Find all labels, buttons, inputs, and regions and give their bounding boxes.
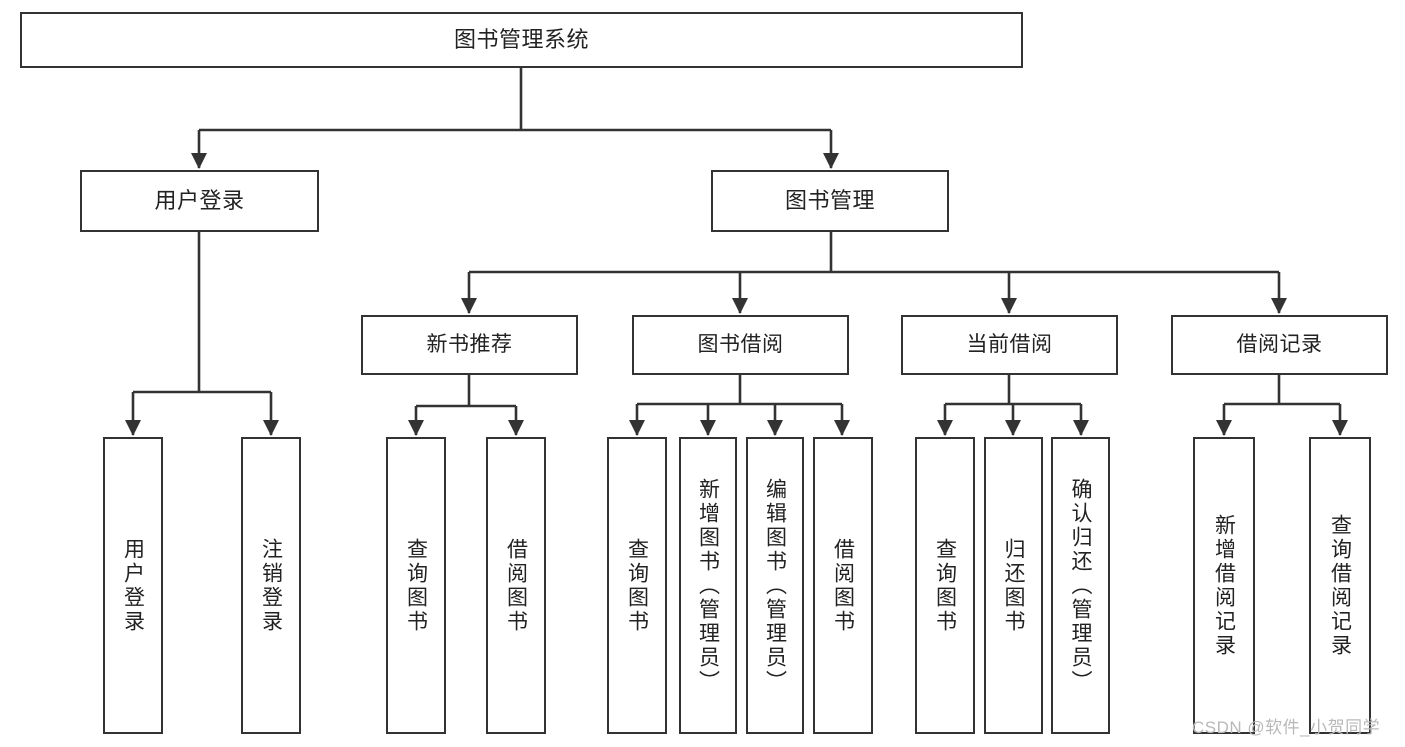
- node-new-book-recommend[interactable]: 新书推荐: [361, 315, 578, 375]
- node-leaf-query-record-label: 查询借阅记录: [1328, 513, 1352, 658]
- node-current-borrow[interactable]: 当前借阅: [901, 315, 1118, 375]
- node-leaf-return-book-label: 归还图书: [1002, 537, 1025, 634]
- node-leaf-user-login[interactable]: 用户登录: [103, 437, 163, 734]
- node-root[interactable]: 图书管理系统: [20, 12, 1023, 68]
- node-leaf-logout[interactable]: 注销登录: [241, 437, 301, 734]
- node-leaf-borrow-book-2[interactable]: 借阅图书: [813, 437, 873, 734]
- node-leaf-return-book[interactable]: 归还图书: [984, 437, 1043, 734]
- node-leaf-query-book-1[interactable]: 查询图书: [386, 437, 446, 734]
- node-leaf-confirm-return[interactable]: 确认归还（管理员）: [1051, 437, 1110, 734]
- node-leaf-query-book-2-label: 查询图书: [625, 537, 649, 634]
- node-leaf-query-record[interactable]: 查询借阅记录: [1309, 437, 1371, 734]
- node-leaf-query-book-3-label: 查询图书: [933, 537, 957, 634]
- node-leaf-query-book-3[interactable]: 查询图书: [915, 437, 975, 734]
- node-user-login[interactable]: 用户登录: [80, 170, 319, 232]
- node-leaf-add-record[interactable]: 新增借阅记录: [1193, 437, 1255, 734]
- node-root-label: 图书管理系统: [453, 27, 589, 53]
- node-leaf-edit-book[interactable]: 编辑图书（管理员）: [746, 437, 804, 734]
- node-borrow-record-label: 借阅记录: [1236, 332, 1323, 356]
- node-leaf-query-book-2[interactable]: 查询图书: [607, 437, 667, 734]
- node-leaf-user-login-label: 用户登录: [121, 537, 145, 634]
- node-book-borrow-label: 图书借阅: [697, 332, 784, 356]
- node-leaf-confirm-return-label: 确认归还（管理员）: [1069, 477, 1092, 694]
- node-leaf-borrow-book-2-label: 借阅图书: [831, 537, 855, 634]
- node-leaf-add-book-label: 新增图书（管理员）: [696, 477, 720, 694]
- node-leaf-borrow-book-1-label: 借阅图书: [504, 537, 528, 634]
- node-leaf-query-book-1-label: 查询图书: [404, 537, 428, 634]
- node-leaf-edit-book-label: 编辑图书（管理员）: [763, 477, 787, 694]
- node-leaf-add-book[interactable]: 新增图书（管理员）: [679, 437, 737, 734]
- watermark-text: CSDN @软件_小贺同学: [1192, 718, 1381, 737]
- node-borrow-record[interactable]: 借阅记录: [1171, 315, 1388, 375]
- node-book-borrow[interactable]: 图书借阅: [632, 315, 849, 375]
- node-leaf-add-record-label: 新增借阅记录: [1212, 513, 1236, 658]
- node-leaf-borrow-book-1[interactable]: 借阅图书: [486, 437, 546, 734]
- node-user-login-label: 用户登录: [154, 188, 245, 214]
- node-book-manage[interactable]: 图书管理: [711, 170, 949, 232]
- node-leaf-logout-label: 注销登录: [259, 537, 283, 634]
- node-new-book-recommend-label: 新书推荐: [426, 332, 513, 356]
- node-book-manage-label: 图书管理: [784, 188, 875, 214]
- node-current-borrow-label: 当前借阅: [966, 332, 1053, 356]
